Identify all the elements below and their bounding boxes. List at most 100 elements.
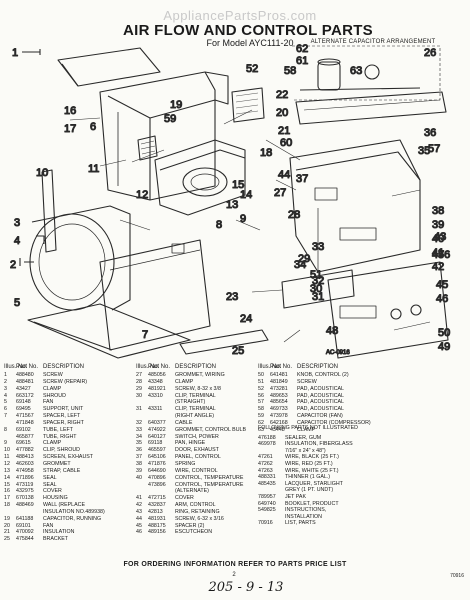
callout-42: 42: [432, 261, 444, 273]
part-description: (ALTERNATE): [175, 488, 209, 495]
part-no: [148, 488, 175, 495]
illus-no: 20: [4, 522, 10, 529]
part-description: CONTROL, TEMPERATURE: [175, 474, 244, 481]
illus-no: 43: [136, 508, 142, 515]
part-description: JET PAK: [285, 493, 306, 500]
header-description: DESCRIPTION: [43, 364, 85, 370]
part-description: (RIGHT ANGLE): [175, 413, 215, 420]
part-no: 469978: [258, 441, 276, 448]
illus-no: 58: [258, 406, 264, 413]
illus-no: 40: [136, 474, 142, 481]
illus-no: 44: [136, 515, 142, 522]
table-row: (STRAIGHT): [136, 399, 254, 406]
screw-2: [19, 258, 34, 266]
part-no: 43448: [270, 426, 285, 433]
part-description: THINNER (1 GAL.): [285, 474, 331, 481]
illus-no: 46: [136, 529, 142, 536]
part-no: 641481: [270, 372, 288, 378]
part-description: ARM, CONTROL: [175, 502, 216, 509]
part-no: 488413: [16, 454, 34, 461]
acoustical-pad: [231, 87, 265, 123]
part-description: GROMMET, CONTROL BULB: [175, 426, 247, 433]
header-description: DESCRIPTION: [175, 364, 217, 370]
part-no: 69148: [16, 399, 31, 406]
part-no: 488480: [16, 372, 34, 378]
illus-no: 27: [136, 372, 142, 378]
header-illus-no: Illus. No.: [258, 364, 282, 370]
part-description: CLAMP: [175, 378, 194, 385]
part-no: [258, 448, 285, 455]
header-part-no: Part No.: [148, 364, 171, 370]
part-no: 470092: [16, 529, 34, 536]
callout-49: 49: [438, 341, 450, 353]
callout-27: 27: [274, 187, 286, 199]
illus-no: 17: [4, 495, 10, 502]
exploded-view-diagram: 1 2 3 4 5 6 7 8 9 10 11 12 13 14 15 16 1…: [9, 42, 451, 359]
part-description: CABLE: [175, 419, 193, 426]
part-description: ESCUTCHEON: [175, 529, 213, 536]
callout-58: 58: [284, 65, 296, 77]
handwritten-note: 205 - 9 - 13: [208, 580, 284, 595]
illus-no: 19: [4, 515, 10, 522]
callout-20: 20: [276, 107, 288, 119]
callout-50: 50: [438, 327, 450, 339]
part-description: SPRING: [175, 460, 196, 467]
part-description: SCREW, 8-32 x 3/8: [175, 385, 221, 392]
header-illus-no: Illus. No.: [4, 364, 28, 370]
part-no: 640377: [148, 419, 166, 426]
callout-6: 6: [90, 121, 96, 133]
illus-no: 14: [4, 474, 10, 481]
partition-bracket: [99, 239, 211, 351]
illus-no: 12: [4, 460, 10, 467]
part-no: 69495: [16, 406, 31, 413]
callout-37: 37: [296, 173, 308, 185]
part-description: INSTALLATION: [285, 513, 322, 520]
part-description: CAPACITOR, RUNNING: [43, 515, 102, 522]
part-description: INSTRUCTIONS,: [285, 507, 327, 514]
callout-14: 14: [240, 189, 252, 201]
callout-30: 30: [310, 283, 322, 295]
callout-38: 38: [432, 205, 444, 217]
part-no: 47263: [258, 467, 273, 474]
watermark: AppliancePartsPros.com: [163, 8, 317, 23]
callout-39: 39: [432, 219, 444, 231]
callout-62: 62: [296, 43, 308, 55]
alternate-capacitor-label: ALTERNATE CAPACITOR ARRANGEMENT: [310, 39, 436, 45]
part-no: 43348: [148, 378, 163, 385]
part-no: 473896: [148, 481, 166, 488]
part-no: 473119: [16, 481, 34, 488]
part-no: 485435: [258, 480, 276, 487]
table-row: INSTALLATION: [258, 514, 458, 521]
illus-no: 57: [258, 399, 264, 406]
callout-15: 15: [232, 179, 244, 191]
part-no: 43311: [148, 406, 163, 413]
callout-61: 61: [296, 55, 308, 67]
callout-28: 28: [288, 209, 300, 221]
part-description: STRAP, CABLE: [43, 467, 81, 474]
part-no: 481849: [270, 378, 288, 385]
callout-43: 43: [434, 231, 446, 243]
illus-no: 45: [136, 522, 142, 529]
parts-list-header: Illus. No. Part No. DESCRIPTION: [258, 364, 382, 371]
part-description: GROMMET: [43, 460, 71, 467]
part-description: WIRE, RED (25 FT.): [285, 460, 333, 467]
illus-no: [4, 509, 16, 516]
part-description: HOUSING: [43, 495, 68, 502]
part-no: 475844: [16, 536, 34, 543]
part-description: PAD, ACOUSTICAL: [297, 385, 344, 392]
part-no: 465877: [16, 433, 34, 440]
